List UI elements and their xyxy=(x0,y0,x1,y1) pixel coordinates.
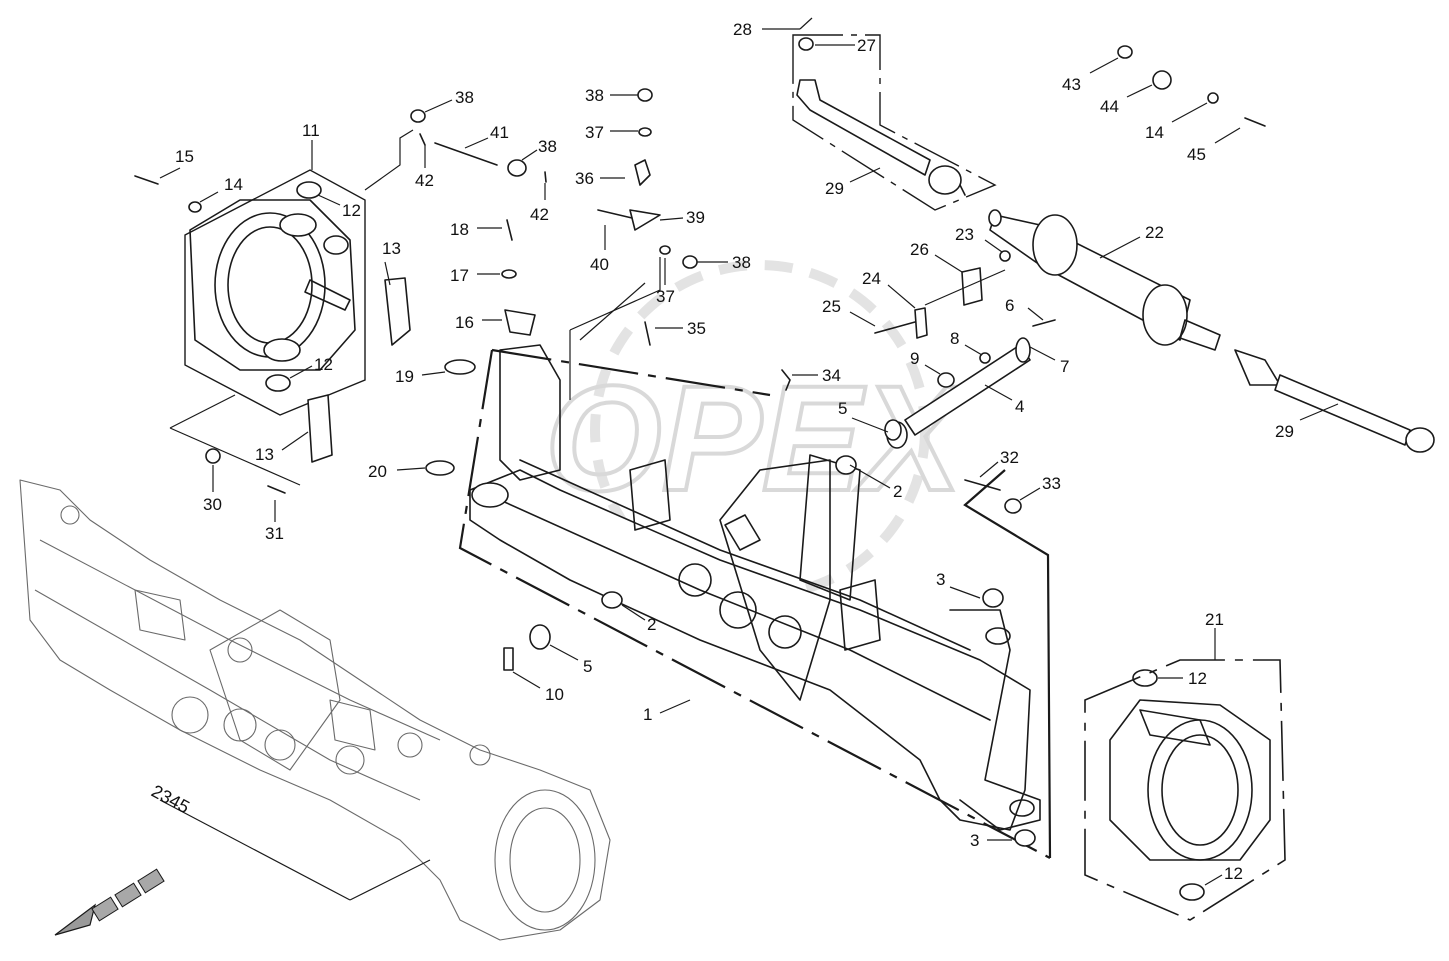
pivot-housing-part-21 xyxy=(1109,669,1271,901)
callout-14-right: 14 xyxy=(1145,123,1164,142)
housing-frame-21 xyxy=(1084,659,1286,921)
callout-12-right-upper: 12 xyxy=(1188,669,1207,688)
callout-13-lower: 13 xyxy=(255,445,274,464)
assembly-reference-label: 2345 xyxy=(148,781,193,817)
axle-housing-reference xyxy=(19,479,611,941)
plate-part-13-lower xyxy=(307,394,333,463)
callout-3-upper: 3 xyxy=(936,570,945,589)
callout-2-upper: 2 xyxy=(893,482,902,501)
callout-5-upper: 5 xyxy=(838,399,847,418)
callout-6: 6 xyxy=(1005,296,1014,315)
tie-rod-frame xyxy=(792,34,997,211)
callout-30: 30 xyxy=(203,495,222,514)
callout-3-lower: 3 xyxy=(970,831,979,850)
callout-34: 34 xyxy=(822,366,841,385)
callout-19: 19 xyxy=(395,367,414,386)
ref-leader-2345 xyxy=(159,799,351,901)
callout-17: 17 xyxy=(450,266,469,285)
callout-29-lower: 29 xyxy=(1275,422,1294,441)
callout-24: 24 xyxy=(862,269,881,288)
callout-7: 7 xyxy=(1060,357,1069,376)
callout-29-upper: 29 xyxy=(825,179,844,198)
callout-15: 15 xyxy=(175,147,194,166)
callout-18: 18 xyxy=(450,220,469,239)
callout-12-left-upper: 12 xyxy=(342,201,361,220)
plate-part-13-upper xyxy=(384,277,411,346)
callout-10: 10 xyxy=(545,685,564,704)
tie-rod-upper-part-29 xyxy=(796,79,966,196)
main-group-frame xyxy=(458,348,1052,859)
callout-33: 33 xyxy=(1042,474,1061,493)
direction-arrow xyxy=(54,868,165,936)
callout-22: 22 xyxy=(1145,223,1164,242)
callout-4: 4 xyxy=(1015,397,1024,416)
callout-39: 39 xyxy=(686,208,705,227)
callout-31: 31 xyxy=(265,524,284,543)
callout-42-right: 42 xyxy=(530,205,549,224)
ref-leader-2345-b xyxy=(349,859,431,901)
callout-37-upper: 37 xyxy=(585,123,604,142)
callout-38-left: 38 xyxy=(455,88,474,107)
steering-cylinder-part-22 xyxy=(988,209,1221,351)
frame-connectors xyxy=(169,129,1006,486)
callout-32: 32 xyxy=(1000,448,1019,467)
callout-44: 44 xyxy=(1100,97,1119,116)
callout-5-lower: 5 xyxy=(583,657,592,676)
callout-38-right: 38 xyxy=(732,253,751,272)
callout-36: 36 xyxy=(575,169,594,188)
callout-25: 25 xyxy=(822,297,841,316)
callout-26: 26 xyxy=(910,240,929,259)
callout-28: 28 xyxy=(733,20,752,39)
callout-12-left-lower: 12 xyxy=(314,355,333,374)
callout-1: 1 xyxy=(643,705,652,724)
callout-21: 21 xyxy=(1205,610,1224,629)
callout-14-left: 14 xyxy=(224,175,243,194)
callout-12-right-lower: 12 xyxy=(1224,864,1243,883)
tie-rod-part-29 xyxy=(1234,349,1435,453)
callout-23: 23 xyxy=(955,225,974,244)
callout-43: 43 xyxy=(1062,75,1081,94)
callout-37-lower: 37 xyxy=(656,287,675,306)
small-parts xyxy=(134,37,1266,847)
callout-16: 16 xyxy=(455,313,474,332)
callouts: 1 2 2 3 3 4 5 5 6 7 8 9 10 11 12 12 12 1… xyxy=(159,17,1339,886)
callout-11: 11 xyxy=(302,121,320,140)
callout-20: 20 xyxy=(368,462,387,481)
housing-frame-11 xyxy=(184,169,366,416)
callout-38-top: 38 xyxy=(585,86,604,105)
callout-45: 45 xyxy=(1187,145,1206,164)
callout-41: 41 xyxy=(490,123,509,142)
callout-9: 9 xyxy=(910,349,919,368)
callout-38-mid: 38 xyxy=(538,137,557,156)
callout-2-lower: 2 xyxy=(647,615,656,634)
callout-13-upper: 13 xyxy=(382,239,401,258)
callout-8: 8 xyxy=(950,329,959,348)
callout-27: 27 xyxy=(857,36,876,55)
callout-42-left: 42 xyxy=(415,171,434,190)
callout-40: 40 xyxy=(590,255,609,274)
callout-35: 35 xyxy=(687,319,706,338)
pivot-housing-part-11 xyxy=(189,181,356,392)
